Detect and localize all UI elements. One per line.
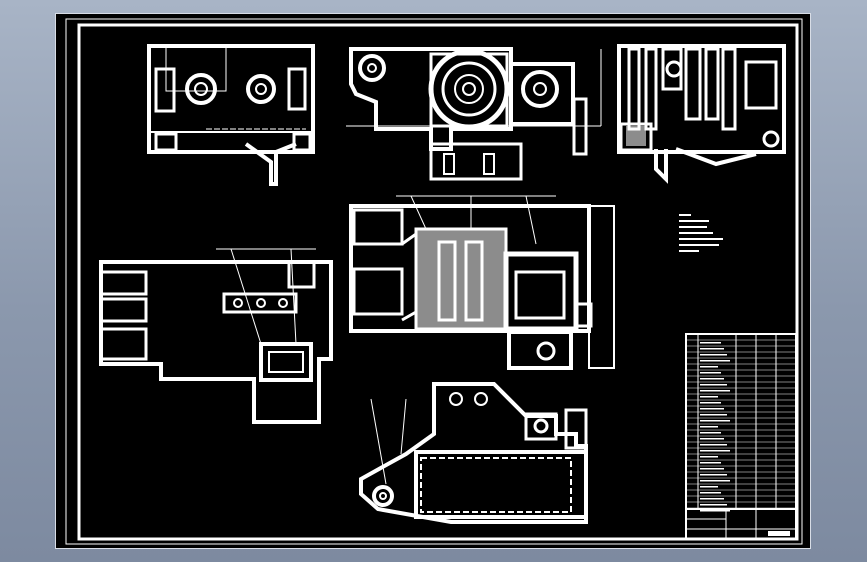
cad-viewport[interactable] xyxy=(55,13,811,549)
cad-drawing xyxy=(65,18,803,545)
parts-list-entry xyxy=(700,492,721,494)
parts-list-entry xyxy=(700,354,727,356)
top-center-view[interactable] xyxy=(346,47,602,181)
parts-list-entry xyxy=(700,486,718,488)
parts-list-entry xyxy=(700,402,721,404)
parts-list-entry xyxy=(700,468,724,470)
parts-list-entry xyxy=(700,450,730,452)
title-block xyxy=(685,333,797,540)
bottom-view[interactable] xyxy=(359,382,588,524)
sheet-border-inner xyxy=(77,23,799,541)
parts-list-entry xyxy=(700,342,721,344)
parts-list-entry xyxy=(700,462,721,464)
parts-list-entry xyxy=(700,366,718,368)
parts-list-entry xyxy=(700,498,724,500)
parts-list-entry xyxy=(700,360,730,362)
sheet-border-outer xyxy=(65,18,803,545)
parts-list-entry xyxy=(700,378,724,380)
main-section-view[interactable] xyxy=(349,195,615,370)
parts-list-entry xyxy=(700,438,724,440)
parts-list-entry xyxy=(700,420,730,422)
parts-list-entry xyxy=(700,384,727,386)
parts-list-entry xyxy=(700,408,724,410)
top-right-view[interactable] xyxy=(617,44,786,184)
parts-list-entry xyxy=(700,510,730,512)
parts-list-entry xyxy=(700,372,721,374)
parts-list-entry xyxy=(700,480,730,482)
parts-list-entry xyxy=(700,390,730,392)
parts-list-entry xyxy=(700,456,718,458)
left-housing-view[interactable] xyxy=(99,248,333,424)
parts-list-entry xyxy=(700,414,727,416)
parts-list-entry xyxy=(700,396,718,398)
parts-list-entry xyxy=(700,432,721,434)
technical-notes xyxy=(679,214,723,252)
top-left-view[interactable] xyxy=(147,44,315,186)
parts-list-entry xyxy=(700,426,718,428)
parts-list-entry xyxy=(700,474,727,476)
parts-list-entry xyxy=(700,444,727,446)
parts-list-entry xyxy=(700,504,727,506)
parts-list-entry xyxy=(700,348,724,350)
